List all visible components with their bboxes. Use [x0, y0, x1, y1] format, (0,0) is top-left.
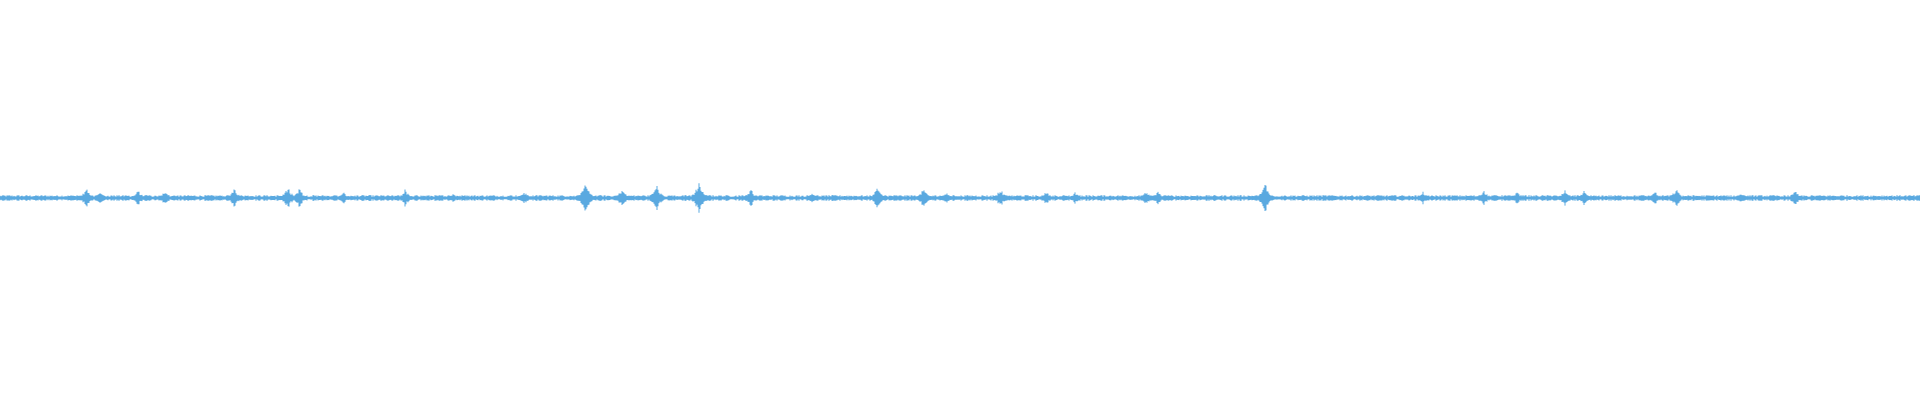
- waveform-trace: [0, 183, 1920, 213]
